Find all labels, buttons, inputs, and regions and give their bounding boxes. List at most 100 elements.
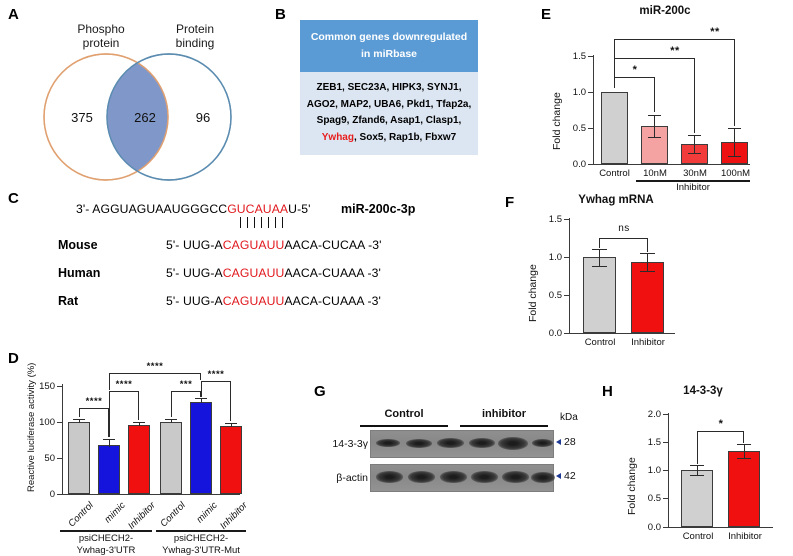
gene-line-highlighted: Ywhag, Sox5, Rap1b, Fbxw7 — [305, 130, 473, 147]
base-pair-tick — [261, 217, 262, 228]
group-underline-1 — [60, 530, 152, 532]
bar-control — [601, 92, 628, 164]
seq-suffix: AACA-CUAAA -3' — [284, 294, 381, 308]
panel-f-y-axis — [569, 218, 571, 334]
group-underline — [636, 180, 750, 182]
venn-count-intersection: 262 — [134, 110, 156, 125]
sig-bracket-leg — [201, 381, 203, 397]
x-tick-label: Inhibitor — [631, 337, 665, 348]
y-tick-label: 1.5 — [572, 51, 586, 62]
y-tick — [663, 498, 669, 500]
panel-b-gene-list: B Common genes downregulated in miRbase … — [265, 0, 515, 190]
panel-b-letter: B — [275, 6, 286, 23]
error-cap — [640, 271, 655, 273]
y-tick — [564, 333, 570, 335]
blot-row-label-2: β-actin — [336, 472, 368, 484]
error-cap — [690, 465, 704, 467]
blot-group-label-inhibitor: inhibitor — [482, 408, 526, 420]
x-tick-label: 100nM — [720, 168, 751, 179]
error-bar — [200, 398, 202, 403]
panel-d-x-axis — [62, 494, 240, 496]
sig-label: **** — [85, 396, 103, 407]
gene-list-box: Common genes downregulated in miRbase ZE… — [300, 20, 478, 155]
x-tick-label: Inhibitor — [728, 531, 762, 542]
blot-band — [531, 471, 555, 483]
mirna-seq-prefix: 3'- AGGUAGUAAUGGGCC — [76, 202, 228, 216]
error-cap — [165, 419, 177, 421]
group-underline-2 — [156, 530, 246, 532]
y-tick-label: 1.0 — [647, 465, 661, 476]
x-tick-label: 30nM — [683, 168, 707, 179]
x-tick-label: Control — [599, 168, 630, 179]
sig-bracket-leg — [697, 431, 699, 464]
blot-group-label-control: Control — [384, 408, 424, 420]
sig-bracket-leg — [743, 431, 745, 443]
sig-bracket-leg — [734, 39, 736, 126]
panel-d-y-axis — [62, 384, 64, 495]
mirna-seq-seed: GUCAUAA — [227, 202, 289, 216]
y-tick — [588, 92, 594, 94]
mirna-name-label: miR-200c-3p — [341, 202, 416, 216]
seq-seed: CAGUAUU — [222, 294, 285, 308]
y-tick-label: 1.0 — [548, 252, 562, 263]
venn-circle-right-outline — [106, 53, 232, 181]
error-cap — [688, 153, 701, 155]
base-pair-tick — [247, 217, 248, 228]
base-pair-tick — [275, 217, 276, 228]
panel-g-western-blot: G Control inhibitor kDa 14-3-3γ 28 β-act… — [310, 375, 610, 525]
sig-label: *** — [179, 379, 193, 390]
error-cap — [688, 135, 701, 137]
bar-d-control-2 — [160, 422, 182, 494]
y-tick — [663, 527, 669, 529]
blot-band — [469, 438, 495, 448]
mirna-seq-suffix: U-5' — [288, 202, 311, 216]
panel-f-title: Ywhag mRNA — [578, 194, 654, 206]
sig-label-ns: ns — [618, 223, 630, 234]
gene-line: ZEB1, SEC23A, HIPK3, SYNJ1, — [316, 82, 462, 93]
sig-label: * — [632, 64, 638, 76]
sig-bracket-leg — [200, 391, 202, 397]
blot-band — [406, 438, 432, 448]
sig-bracket-leg — [138, 391, 140, 420]
seq-suffix: AACA-CUAAA -3' — [284, 266, 381, 280]
base-pair-tick — [254, 217, 255, 228]
sig-bracket-leg — [108, 408, 110, 437]
y-tick — [588, 164, 594, 166]
gene-ywhag: Ywhag — [321, 131, 354, 143]
species-label-human: Human — [58, 266, 101, 280]
gene-list-header: Common genes downregulated in miRbase — [300, 20, 478, 72]
base-pair-tick — [282, 217, 283, 228]
blot-mw-1: 28 — [564, 436, 576, 448]
mw-arrow-icon — [556, 439, 561, 445]
base-pair-ticks — [240, 217, 289, 235]
sig-bracket-leg — [647, 238, 649, 252]
mw-arrow-icon — [556, 473, 561, 479]
sig-label: **** — [207, 369, 225, 380]
error-cap — [592, 266, 607, 268]
blot-kda-header: kDa — [560, 412, 578, 423]
error-cap — [690, 475, 704, 477]
sig-bracket-leg — [109, 391, 111, 437]
y-tick-label: 0.0 — [647, 522, 661, 533]
error-bar — [696, 465, 698, 475]
y-tick-label: 0.5 — [572, 123, 586, 134]
sig-bracket — [614, 39, 735, 41]
seq-prefix: 5'- UUG-A — [166, 238, 223, 252]
y-tick — [564, 257, 570, 259]
blot-strip-2 — [370, 464, 555, 492]
error-cap — [592, 249, 607, 251]
blot-band — [471, 471, 498, 483]
venn-count-right: 96 — [195, 110, 211, 125]
y-tick — [663, 470, 669, 472]
error-cap — [103, 439, 115, 441]
blot-band — [376, 439, 400, 447]
blot-band — [532, 439, 553, 447]
sig-bracket — [109, 391, 139, 393]
sig-bracket — [599, 238, 648, 240]
error-cap — [195, 398, 207, 400]
blot-band — [437, 438, 464, 448]
x-tick-label: Control — [584, 337, 616, 348]
sequence-mouse: 5'- UUG-ACAGUAUUAACA-CUCAA -3' — [166, 238, 382, 252]
sig-bracket-leg — [694, 58, 696, 133]
y-tick — [57, 494, 63, 496]
